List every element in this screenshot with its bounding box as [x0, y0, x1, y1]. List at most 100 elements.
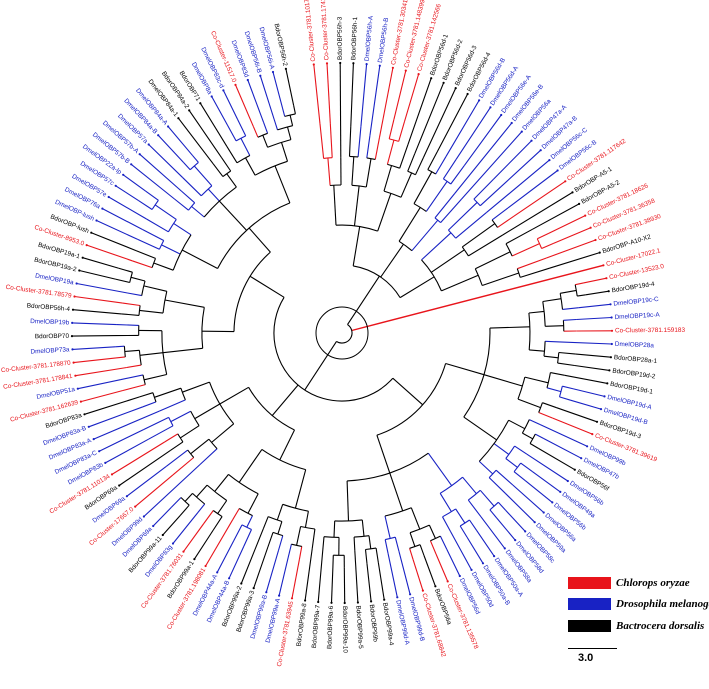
tree-branch — [346, 480, 350, 521]
tree-branch — [88, 406, 144, 428]
leaf-tip — [466, 92, 469, 96]
tree-branch — [538, 447, 576, 471]
tree-branch — [517, 398, 541, 409]
leaf-tip — [421, 589, 424, 592]
tree-branch — [407, 153, 416, 172]
tree-branch — [126, 465, 167, 497]
tree-arc — [558, 386, 563, 398]
tree-branch — [115, 345, 125, 348]
leaf-tip — [470, 568, 473, 572]
tree-branch — [263, 122, 269, 134]
tree-branch — [491, 207, 509, 221]
leaf-tip — [234, 83, 237, 86]
tree-branch — [352, 226, 361, 266]
tree-branch — [562, 385, 574, 390]
leaf-tip — [586, 445, 589, 448]
tree-branch — [313, 64, 321, 124]
leaf-tip — [542, 511, 545, 514]
leaf-label: DmelOBP51a — [36, 386, 76, 401]
tree-arc — [376, 363, 447, 436]
leaf-label: Co-Cluster-13523.0 — [609, 263, 665, 281]
tree-branch — [419, 544, 425, 556]
tree-branch — [247, 79, 265, 123]
leaf-tip — [246, 78, 249, 82]
leaf-label: BdorOBP99a-5 — [354, 605, 364, 649]
tree-branch — [197, 503, 206, 513]
tree-branch — [214, 474, 229, 492]
tree-branch — [479, 489, 495, 507]
leaf-label: DmelOBP19c-A — [614, 311, 660, 321]
tree-branch — [357, 126, 362, 157]
tree-branch — [469, 519, 478, 532]
leaf-tip — [138, 153, 141, 156]
tree-branch — [137, 238, 160, 250]
tree-branch — [360, 64, 368, 127]
tree-branch — [252, 126, 259, 138]
tree-branch — [383, 165, 393, 192]
tree-arc — [291, 543, 302, 547]
leaf-tip — [548, 159, 551, 162]
tree-branch — [553, 227, 591, 244]
leaf-label: DmelOBP73a — [30, 346, 70, 355]
leaf-tip — [265, 591, 268, 594]
tree-branch — [102, 208, 143, 230]
tree-branch — [111, 441, 166, 475]
tree-branch — [575, 353, 611, 358]
tree-branch — [427, 151, 438, 170]
tree-arc — [557, 352, 560, 364]
tree-branch — [576, 316, 612, 321]
tree-branch — [293, 105, 296, 115]
leaf-tip — [312, 63, 315, 66]
tree-arc — [261, 448, 306, 471]
tree-branch — [115, 185, 139, 202]
tree-arc — [473, 198, 481, 207]
leaf-tip — [161, 533, 164, 537]
tree-arc — [123, 346, 126, 357]
tree-arc — [366, 157, 376, 160]
tree-arc — [167, 219, 177, 233]
leaf-label: DmelOBP56h-B — [377, 17, 390, 63]
leaf-tip — [602, 264, 605, 267]
tree-branch — [388, 118, 395, 140]
tree-branch — [409, 532, 416, 547]
tree-branch — [190, 438, 210, 455]
tree-branch — [562, 307, 579, 310]
tree-branch — [280, 142, 289, 162]
tree-branch — [496, 517, 516, 541]
tree-branch — [326, 63, 331, 124]
tree-branch — [207, 188, 220, 202]
leaf-tip — [330, 601, 333, 604]
tree-arc — [217, 202, 291, 269]
tree-arc — [505, 243, 513, 257]
tree-branch — [143, 373, 167, 381]
tree-branch — [253, 546, 269, 589]
tree-branch — [556, 407, 598, 423]
tree-arc — [427, 169, 436, 175]
tree-branch — [179, 504, 190, 516]
tree-branch — [298, 546, 303, 560]
tree-branch — [74, 295, 123, 304]
leaf-label: DmelOBP99d-A — [394, 600, 410, 647]
tree-branch — [528, 310, 545, 314]
tree-branch — [377, 193, 392, 232]
tree-branch — [400, 172, 413, 198]
tree-arc — [267, 516, 283, 523]
tree-arc — [152, 392, 157, 403]
tree-branch — [164, 299, 205, 308]
leaf-tip — [370, 600, 373, 603]
leaf-tip — [430, 77, 433, 80]
tree-branch — [294, 469, 307, 509]
tree-branch — [286, 126, 292, 140]
tree-arc — [241, 524, 252, 531]
leaf-tip — [391, 66, 394, 69]
leaf-tip — [580, 457, 583, 460]
tree-branch — [353, 185, 360, 226]
tree-branch — [127, 292, 142, 297]
leaf-tip — [383, 598, 386, 601]
tree-branch — [72, 346, 116, 350]
tree-branch — [475, 251, 511, 270]
tree-arc — [323, 157, 333, 159]
tree-branch — [414, 82, 445, 155]
tree-branch — [529, 443, 539, 449]
tree-branch — [560, 289, 577, 294]
